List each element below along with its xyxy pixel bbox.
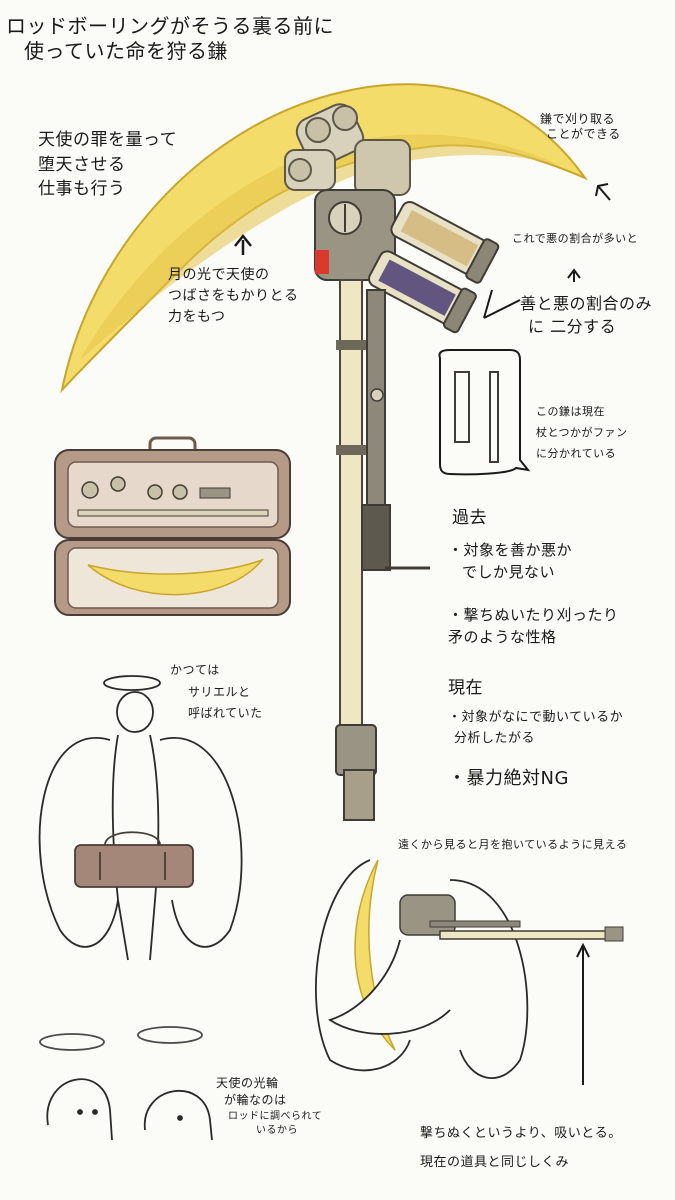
arrow-good-evil xyxy=(567,268,581,282)
reap-line-2: ことができる xyxy=(546,127,621,141)
shoot-line-2: 現在の道具と同じしくみ xyxy=(420,1154,570,1170)
split-line-2: 杖とつかがファン xyxy=(536,425,628,439)
past-item-1-line-2: でしか見ない xyxy=(462,562,556,581)
halo-faces xyxy=(39,1026,213,1141)
halo-line-3: ロッドに調べられて xyxy=(228,1110,323,1122)
arrow-up-moon xyxy=(234,233,252,255)
split-bubble xyxy=(438,349,531,476)
now-heading: 現在 xyxy=(448,678,483,698)
split-line-1: この鎌は現在 xyxy=(536,405,605,418)
split-line-3: に分かれている xyxy=(536,446,617,460)
now-item-1: ・対象がなにで動いているか 分析したがる xyxy=(448,708,623,750)
past-item-2-line-2: 矛のような性格 xyxy=(448,627,557,646)
scythe-case xyxy=(54,436,291,616)
now-item-1-line-1: ・対象がなにで動いているか xyxy=(448,710,624,725)
now-item-1-line-2: 分析したがる xyxy=(454,730,536,746)
past-item-1-line-1: ・対象を善か悪か xyxy=(448,541,573,559)
case-bag xyxy=(74,844,194,888)
past-heading: 過去 xyxy=(452,508,487,528)
past-item-1: ・対象を善か悪か でしか見ない xyxy=(448,540,572,584)
sariel-line-3: 呼ばれていた xyxy=(188,706,263,721)
split-note: この鎌は現在 杖とつかがファン に分かれている xyxy=(536,402,628,465)
far-moon-note: 遠くから見ると月を抱いているように見える xyxy=(398,838,628,851)
halo-line-2: が輪なのは xyxy=(224,1093,287,1108)
reap-note: 鎌で刈り取る ことができる xyxy=(540,112,621,142)
moonlight-note: 月の光で天使の つばさをもかりとる 力をもつ xyxy=(168,265,299,328)
now-item-2: ・暴力絶対NG xyxy=(448,768,569,789)
halo-note: 天使の光輪 が輪なのは ロッドに調べられて いるから xyxy=(216,1075,322,1139)
arrow-reap xyxy=(595,183,611,201)
moonlight-line-1: 月の光で天使の xyxy=(168,267,270,283)
title-note: ロッドボーリングがそうる裏る前に 使っていた命を狩る鎌 xyxy=(6,14,334,64)
sariel-note: かつては サリエルと 呼ばれていた xyxy=(170,660,263,725)
title-line-1: ロッドボーリングがそうる裏る前に xyxy=(6,14,334,38)
sariel-line-1: かつては xyxy=(170,663,220,677)
reap-line-1: 鎌で刈り取る xyxy=(540,112,616,126)
title-line-2: 使っていた命を狩る鎌 xyxy=(24,39,228,63)
angel-sin-line-3: 仕事も行う xyxy=(38,179,126,200)
evil-ratio-note: これで悪の割合が多いと xyxy=(512,232,639,245)
sariel-line-2: サリエルと xyxy=(188,684,251,699)
arrow-cylinder xyxy=(483,289,521,319)
angel-sin-line-1: 天使の罪を量って xyxy=(38,130,178,150)
halo-line-4: いるから xyxy=(256,1125,298,1137)
scythe-head xyxy=(284,103,500,334)
past-item-2: ・撃ちぬいたり刈ったり 矛のような性格 xyxy=(448,605,619,649)
standing-angel xyxy=(38,675,243,961)
good-evil-line-1: 善と悪の割合のみ xyxy=(520,294,653,313)
halo-line-1: 天使の光輪 xyxy=(216,1076,279,1090)
sitting-angel xyxy=(315,859,624,1085)
angel-sin-note: 天使の罪を量って 堕天させる 仕事も行う xyxy=(38,128,177,202)
angel-sin-line-2: 堕天させる xyxy=(38,154,126,175)
good-evil-note: 善と悪の割合のみ に 二分する xyxy=(520,292,652,338)
moonlight-line-2: つばさをもかりとる xyxy=(168,288,299,304)
shoot-line-1: 撃ちぬくというより、吸いとる。 xyxy=(420,1126,622,1141)
shoot-note: 撃ちぬくというより、吸いとる。 現在の道具と同じしくみ xyxy=(420,1120,622,1177)
past-item-2-line-1: ・撃ちぬいたり刈ったり xyxy=(448,606,619,624)
good-evil-line-2: に 二分する xyxy=(528,317,617,337)
moonlight-line-3: 力をもつ xyxy=(168,309,226,325)
